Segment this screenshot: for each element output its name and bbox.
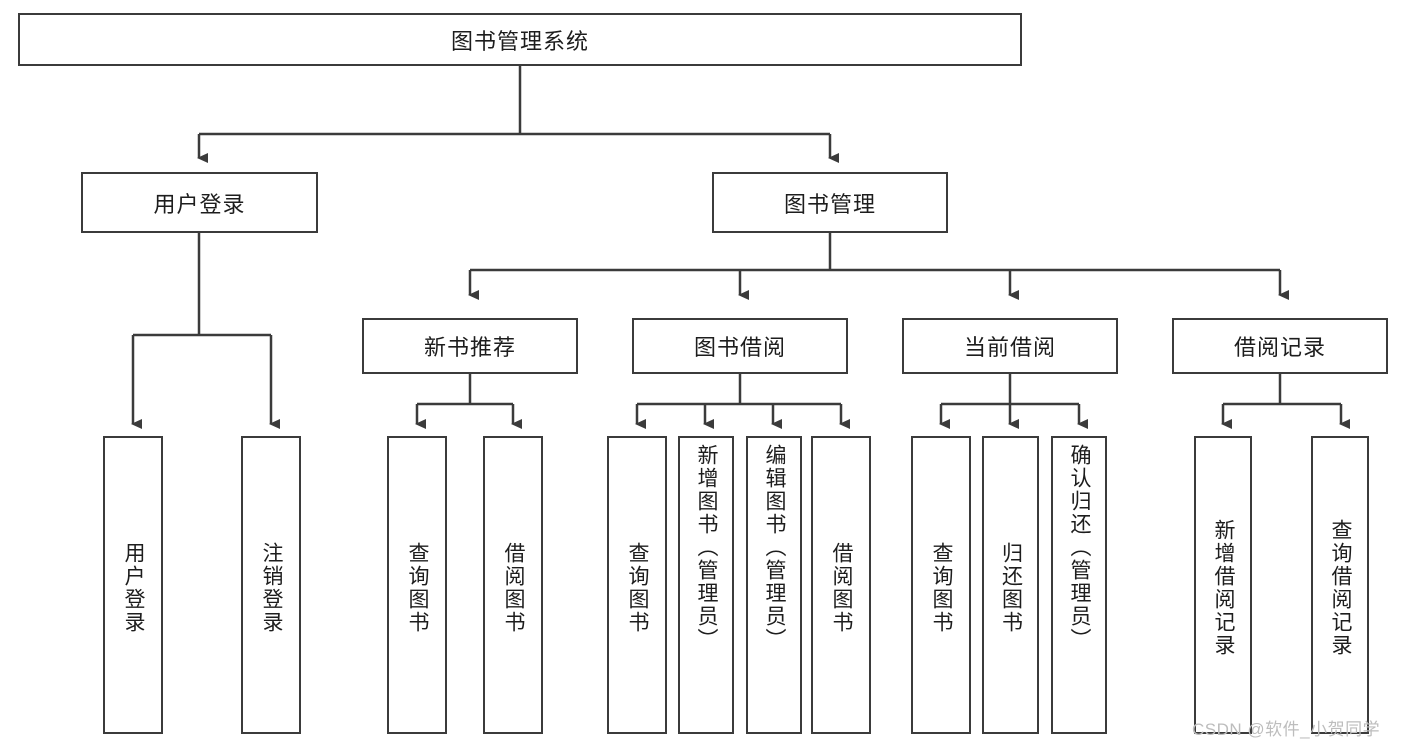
node-system-root[interactable]: 图书管理系统 [18,13,1022,66]
node-label: 图书借阅 [693,335,786,360]
node-label: 图书管理 [783,191,876,217]
leaf-current-confirm-return-admin[interactable]: 确认归还（管理员） [1051,436,1107,734]
node-label: 用户登录 [153,191,246,217]
leaf-current-return-book[interactable]: 归还图书 [982,436,1039,734]
leaf-user-logout[interactable]: 注销登录 [241,436,301,734]
leaf-record-query-record[interactable]: 查询借阅记录 [1311,436,1369,734]
node-label: 查询图书 [406,542,430,634]
leaf-user-login[interactable]: 用户登录 [103,436,163,734]
node-label: 新增借阅记录 [1212,519,1236,657]
node-user-login[interactable]: 用户登录 [81,172,318,233]
node-label: 新增图书（管理员） [695,444,719,651]
node-label: 编辑图书（管理员） [763,444,787,651]
leaf-current-query-book[interactable]: 查询图书 [911,436,971,734]
node-label: 查询借阅记录 [1329,519,1353,657]
leaf-record-add-record[interactable]: 新增借阅记录 [1194,436,1252,734]
csdn-watermark: CSDN @软件_小贺同学 [1192,720,1381,739]
leaf-recommend-borrow-book[interactable]: 借阅图书 [483,436,543,734]
node-label: 归还图书 [999,542,1023,634]
node-label: 查询图书 [930,542,954,634]
leaf-borrow-add-book-admin[interactable]: 新增图书（管理员） [678,436,734,734]
node-label: 注销登录 [260,542,284,634]
node-label: 图书管理系统 [450,28,589,54]
leaf-recommend-query-book[interactable]: 查询图书 [387,436,447,734]
node-label: 确认归还（管理员） [1068,444,1092,651]
node-label: 借阅图书 [830,542,854,634]
node-label: 新书推荐 [423,335,516,360]
node-borrow-record[interactable]: 借阅记录 [1172,318,1388,374]
node-label: 查询图书 [626,542,650,634]
node-label: 借阅记录 [1233,335,1326,360]
leaf-borrow-edit-book-admin[interactable]: 编辑图书（管理员） [746,436,802,734]
node-label: 当前借阅 [963,335,1056,360]
leaf-borrow-borrow-book[interactable]: 借阅图书 [811,436,871,734]
node-book-management[interactable]: 图书管理 [712,172,948,233]
node-book-borrow[interactable]: 图书借阅 [632,318,848,374]
leaf-borrow-query-book[interactable]: 查询图书 [607,436,667,734]
node-current-borrow[interactable]: 当前借阅 [902,318,1118,374]
node-label: 用户登录 [122,542,146,634]
node-new-book-recommend[interactable]: 新书推荐 [362,318,578,374]
node-label: 借阅图书 [502,542,526,634]
